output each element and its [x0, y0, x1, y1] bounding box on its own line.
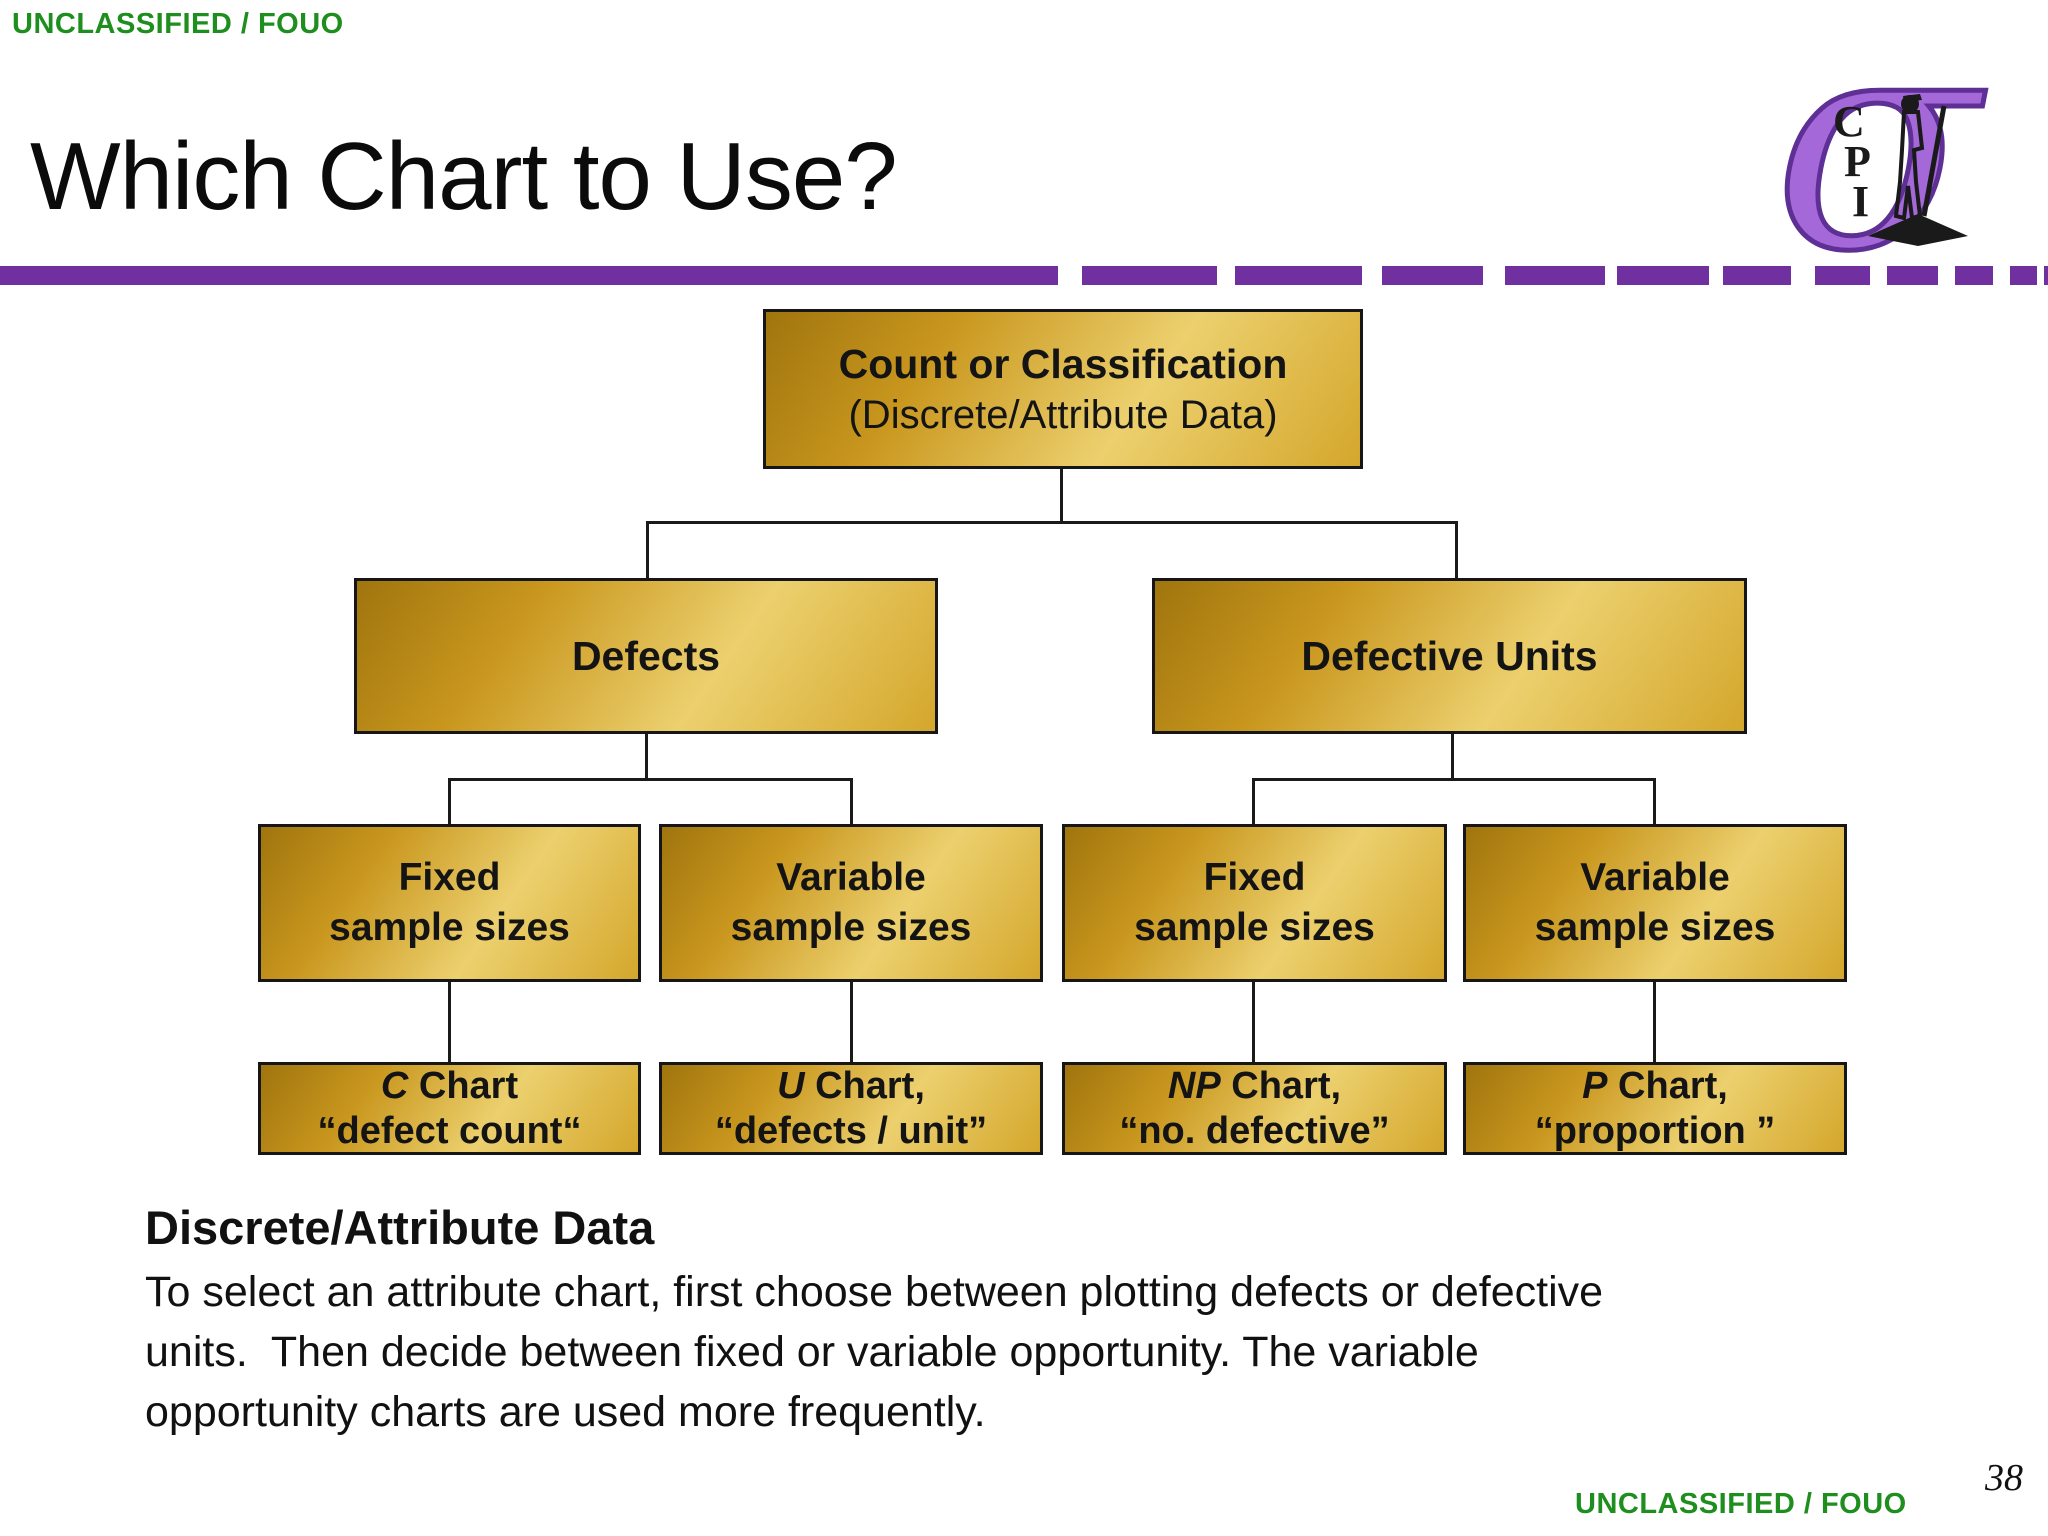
notes-paragraph: To select an attribute chart, first choo…	[145, 1262, 1603, 1442]
logo-letter-c: C	[1833, 97, 1865, 146]
node-subtitle: (Discrete/Attribute Data)	[848, 393, 1278, 437]
node-title: Count or Classification	[838, 341, 1288, 387]
connector-defective-units-horizontal	[1252, 778, 1656, 781]
connector-defects-horizontal	[448, 778, 853, 781]
node-label: Defects	[571, 633, 721, 679]
classification-banner-top: UNCLASSIFIED / FOUO	[12, 8, 344, 40]
node-line1: U Chart,	[777, 1064, 925, 1109]
node-line1: Fixed	[398, 856, 501, 899]
notes-line-2: units. Then decide between fixed or vari…	[145, 1328, 1479, 1376]
chart-symbol: U	[777, 1064, 805, 1107]
chart-word: Chart	[408, 1064, 519, 1107]
connector-defects-stem	[645, 734, 648, 780]
node-c-chart: C Chart “defect count“	[258, 1062, 641, 1155]
node-fixed-sample-sizes-defective: Fixed sample sizes	[1062, 824, 1447, 982]
connector-np-chart	[1252, 982, 1255, 1062]
node-defective-units: Defective Units	[1152, 578, 1747, 734]
node-variable-sample-sizes-defective: Variable sample sizes	[1463, 824, 1847, 982]
node-line1: P Chart,	[1582, 1064, 1728, 1109]
connector-drop-variable-2	[1653, 778, 1656, 824]
page-number: 38	[1985, 1457, 2023, 1499]
notes-line-3: opportunity charts are used more frequen…	[145, 1388, 986, 1436]
connector-u-chart	[850, 982, 853, 1062]
connector-drop-fixed-2	[1252, 778, 1255, 824]
node-line1: Variable	[776, 856, 926, 899]
classification-banner-bottom: UNCLASSIFIED / FOUO	[1575, 1488, 1907, 1520]
node-line2: sample sizes	[730, 906, 972, 949]
node-line1: NP Chart,	[1168, 1064, 1341, 1109]
chart-symbol: NP	[1167, 1064, 1221, 1107]
node-u-chart: U Chart, “defects / unit”	[659, 1062, 1043, 1155]
connector-root-horizontal	[646, 521, 1458, 524]
connector-c-chart	[448, 982, 451, 1062]
minuteman-icon	[1868, 94, 1968, 246]
node-line2: sample sizes	[329, 906, 570, 949]
chart-word: Chart,	[1220, 1064, 1342, 1107]
node-label: Defective Units	[1301, 633, 1598, 679]
node-variable-sample-sizes-defects: Variable sample sizes	[659, 824, 1043, 982]
node-line2: “proportion ”	[1534, 1109, 1776, 1152]
node-defects: Defects	[354, 578, 938, 734]
connector-drop-defects	[646, 521, 649, 578]
connector-p-chart	[1653, 982, 1656, 1062]
connector-drop-fixed-1	[448, 778, 451, 824]
node-fixed-sample-sizes-defects: Fixed sample sizes	[258, 824, 641, 982]
node-line2: “no. defective”	[1119, 1109, 1390, 1152]
node-line2: sample sizes	[1534, 906, 1776, 949]
svg-text:σ: σ	[1778, 38, 1990, 260]
node-np-chart: NP Chart, “no. defective”	[1062, 1062, 1447, 1155]
sigma-icon: σ	[1778, 38, 1992, 260]
node-line2: “defect count“	[317, 1109, 582, 1152]
logo-letter-p: P	[1844, 137, 1871, 186]
notes-heading: Discrete/Attribute Data	[145, 1201, 655, 1254]
chart-word: Chart,	[804, 1064, 925, 1107]
notes-line-1: To select an attribute chart, first choo…	[145, 1268, 1604, 1316]
node-count-or-classification: Count or Classification (Discrete/Attrib…	[763, 309, 1363, 469]
connector-defective-units-stem	[1451, 734, 1454, 780]
node-line1: Variable	[1580, 856, 1730, 899]
chart-word: Chart,	[1607, 1064, 1728, 1107]
chart-symbol: C	[380, 1064, 409, 1107]
connector-drop-defective-units	[1455, 521, 1458, 578]
node-line1: Fixed	[1203, 856, 1306, 899]
logo-letter-i: I	[1852, 177, 1870, 226]
page-title: Which Chart to Use?	[30, 123, 898, 230]
node-line1: C Chart	[381, 1064, 518, 1109]
connector-drop-variable-1	[850, 778, 853, 824]
node-line2: sample sizes	[1134, 906, 1375, 949]
node-line2: “defects / unit”	[714, 1109, 988, 1152]
cpi-sigma-logo: σ C P I	[1778, 38, 2046, 260]
connector-root-stem	[1060, 469, 1063, 523]
chart-symbol: P	[1582, 1064, 1608, 1107]
node-p-chart: P Chart, “proportion ”	[1463, 1062, 1847, 1155]
